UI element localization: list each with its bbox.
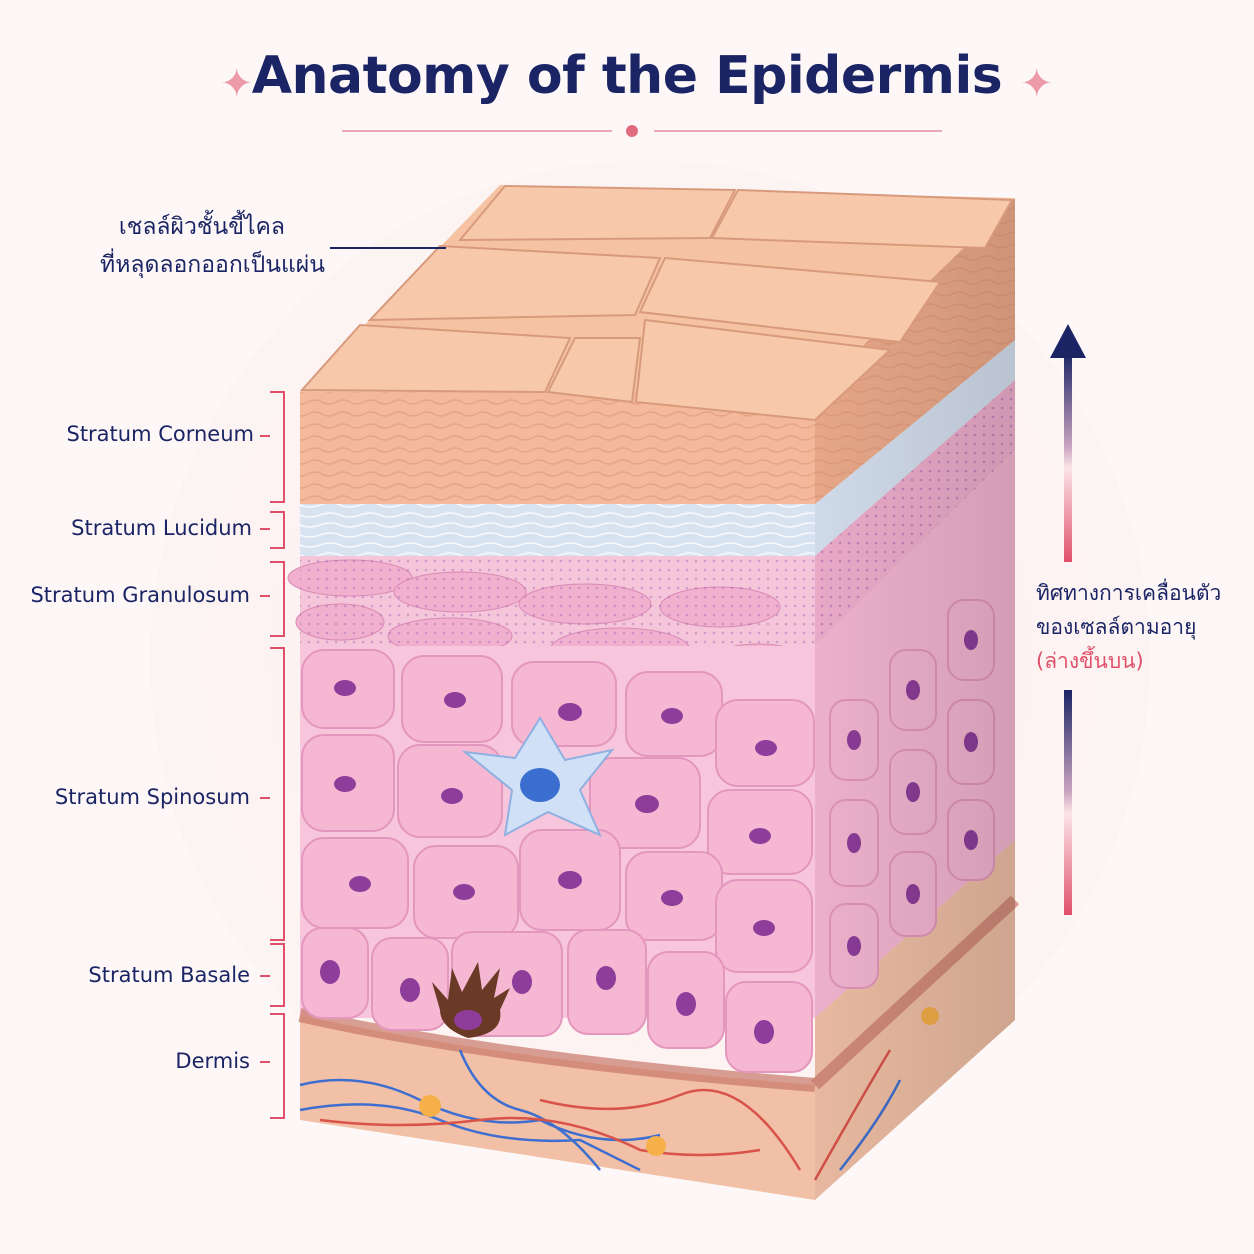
title-rule-right <box>654 130 942 132</box>
bracket-corneum <box>270 391 285 503</box>
direction-line-1: ทิศทางการเคลื่อนตัว <box>1036 581 1222 605</box>
dermis-vessels <box>299 1049 802 1172</box>
layer-label-dermis: Dermis <box>175 1049 250 1073</box>
direction-arrow-icon <box>1050 324 1086 915</box>
label-brackets <box>260 391 285 1119</box>
bracket-spinosum <box>270 647 285 941</box>
bracket-granulosum <box>270 561 285 637</box>
callout-line-2: ที่หลุดลอกออกเป็นแผ่น <box>100 252 325 278</box>
page-title: Anatomy of the Epidermis <box>251 46 1003 106</box>
layer-label-basale: Stratum Basale <box>88 963 250 987</box>
title-rule-left <box>342 130 612 132</box>
melanocyte-cell <box>432 962 510 1038</box>
callout-label: เชลล์ผิวชั้นขี้ไคล ที่หลุดลอกออกเป็นแผ่น <box>40 208 325 284</box>
direction-line-2: ของเซลล์ตามอายุ <box>1036 615 1197 639</box>
callout-line-1: เชลล์ผิวชั้นขี้ไคล <box>118 214 285 240</box>
spinosum-cells <box>301 649 815 973</box>
corneum-flakes <box>299 184 1015 422</box>
layer-label-granulosum: Stratum Granulosum <box>30 583 250 607</box>
bracket-basale <box>270 943 285 1007</box>
bracket-lucidum <box>270 511 285 549</box>
langerhans-cell <box>461 716 615 837</box>
block-side-face <box>810 198 1020 1200</box>
title-rule-dot <box>626 125 638 137</box>
sparkle-right-icon: ✦ <box>1020 61 1054 107</box>
layer-label-spinosum: Stratum Spinosum <box>54 785 250 809</box>
sparkle-left-icon: ✦ <box>220 61 254 107</box>
direction-label: ทิศทางการเคลื่อนตัว ของเซลล์ตามอายุ (ล่า… <box>1036 576 1221 678</box>
bracket-dermis <box>270 1013 285 1119</box>
layer-label-corneum: Stratum Corneum <box>66 422 254 446</box>
layer-label-lucidum: Stratum Lucidum <box>71 516 252 540</box>
direction-line-3: (ล่างขึ้นบน) <box>1036 649 1144 673</box>
